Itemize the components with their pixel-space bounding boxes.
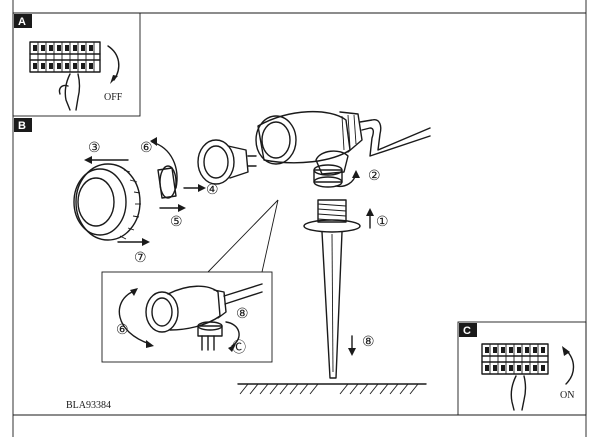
off-label: OFF: [104, 92, 123, 103]
switch-on-arrow-icon: [565, 349, 575, 385]
bezel-ring: [73, 163, 141, 241]
panel-b-badge: [14, 118, 32, 132]
panel-b-badge-label: B: [18, 120, 26, 132]
hand-on-icon: [510, 375, 527, 411]
hand-icon: [58, 73, 81, 111]
step-6-label: ⑥: [140, 141, 153, 156]
ground-line: [237, 383, 427, 395]
tilt-knob: [313, 164, 343, 188]
step-8-label: ⑧: [362, 335, 375, 350]
panel-a-badge: [14, 14, 32, 28]
step-2-label: ②: [368, 169, 381, 184]
model-code: BLA93384: [66, 400, 111, 411]
step-7-label: ⑦: [134, 251, 147, 266]
glass-lens-clip: [157, 165, 177, 199]
step-5-label: ⑤: [170, 215, 183, 230]
panel-c-badge: [459, 323, 477, 337]
circuit-breaker-icon: [29, 41, 101, 73]
switch-arrow-icon: [107, 45, 120, 81]
step-4-label: ④: [206, 183, 219, 198]
led-bulb: [197, 139, 257, 185]
panel-c-switch-on: C ON: [457, 321, 587, 416]
detail-step-6-label: ⑥: [116, 323, 129, 338]
detail-step-8-label: ⑧: [236, 307, 249, 322]
step-1-label: ①: [376, 215, 389, 230]
detail-step-c-label: Ⓒ: [232, 340, 246, 356]
detail-inset: ⑥ ⑧ Ⓒ: [101, 199, 279, 363]
panel-a-badge-label: A: [18, 16, 26, 28]
page-frame: [12, 0, 587, 437]
panel-c-badge-label: C: [463, 325, 471, 337]
ground-spike: [303, 199, 361, 379]
panel-a-switch-off: A OFF: [12, 12, 141, 117]
lamp-head: [255, 111, 431, 175]
step-3-label: ③: [88, 141, 101, 156]
detail-tilt-arrow-icon: [225, 321, 240, 347]
on-label: ON: [560, 390, 574, 401]
circuit-breaker-on-icon: [481, 343, 549, 375]
detail-rotate-arrow-icon: [118, 291, 151, 345]
